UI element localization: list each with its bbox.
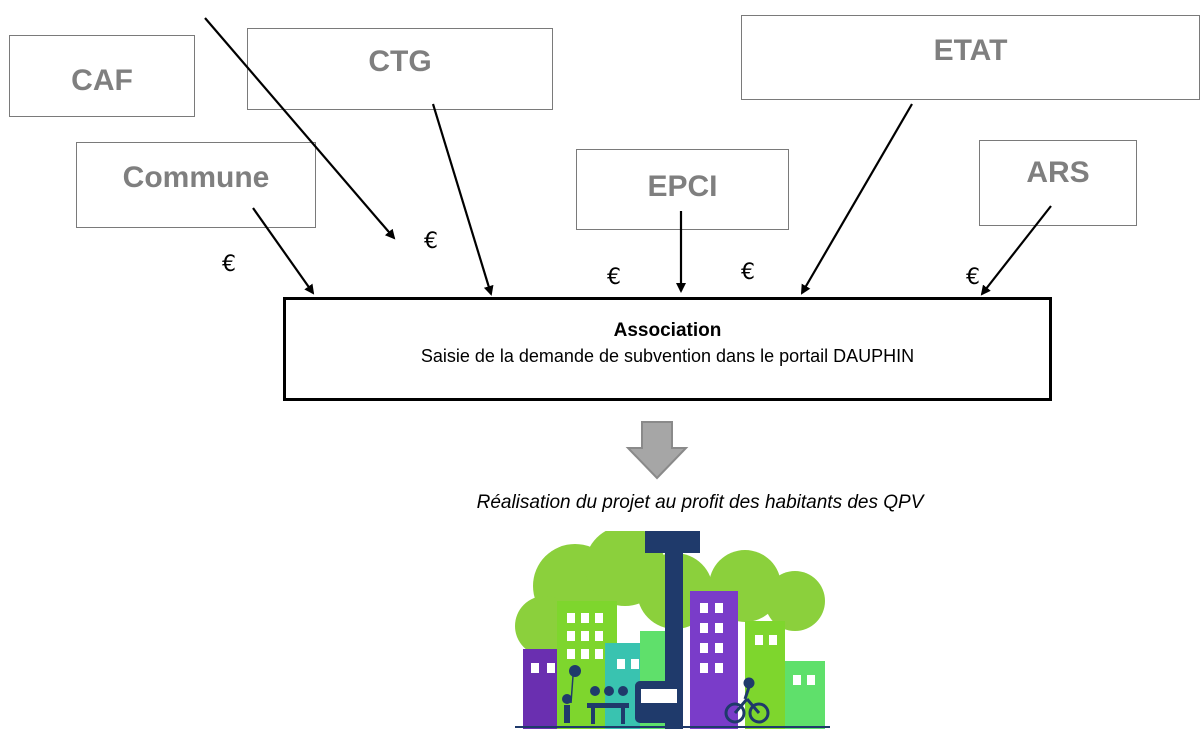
funder-box-commune: Commune: [76, 142, 316, 228]
people-table: [587, 686, 629, 724]
windows: [531, 603, 815, 685]
funder-box-etat: ETAT: [741, 15, 1200, 100]
building-small-right: [785, 661, 825, 729]
euro-symbol-4: €: [741, 260, 755, 285]
association-title: Association: [613, 320, 722, 341]
arrow-caf: [204, 17, 396, 240]
arrow-etat: [800, 103, 913, 295]
cyclist-icon: [724, 677, 770, 724]
funder-label-ctg: CTG: [368, 45, 432, 78]
funder-label-ars: ARS: [1026, 156, 1090, 189]
euro-symbol-5: €: [966, 265, 980, 290]
arrow-ars: [980, 205, 1052, 296]
result-caption: Réalisation du projet au profit des habi…: [476, 492, 924, 513]
funder-label-caf: CAF: [71, 64, 133, 97]
funder-label-etat: ETAT: [933, 34, 1008, 67]
walker-with-balloon: [562, 665, 581, 723]
funder-box-ctg: CTG: [247, 28, 553, 110]
building-purple-right: [690, 591, 738, 729]
arrow-ctg: [431, 103, 494, 296]
funder-box-epci: EPCI: [576, 149, 789, 230]
euro-symbol-2: €: [424, 229, 438, 254]
city-illustration: [515, 531, 830, 729]
funder-label-commune: Commune: [122, 161, 270, 194]
association-box: Association Saisie de la demande de subv…: [283, 297, 1052, 401]
funder-box-caf: CAF: [9, 35, 195, 117]
arrow-commune: [252, 207, 315, 295]
association-subtitle: Saisie de la demande de subvention dans …: [420, 346, 915, 366]
euro-symbol-3: €: [607, 265, 621, 290]
euro-symbol-1: €: [222, 252, 236, 277]
down-arrow-icon: [625, 421, 689, 480]
funder-label-epci: EPCI: [647, 170, 718, 203]
water-tower-top: [645, 531, 700, 553]
funder-box-ars: ARS: [979, 140, 1137, 226]
